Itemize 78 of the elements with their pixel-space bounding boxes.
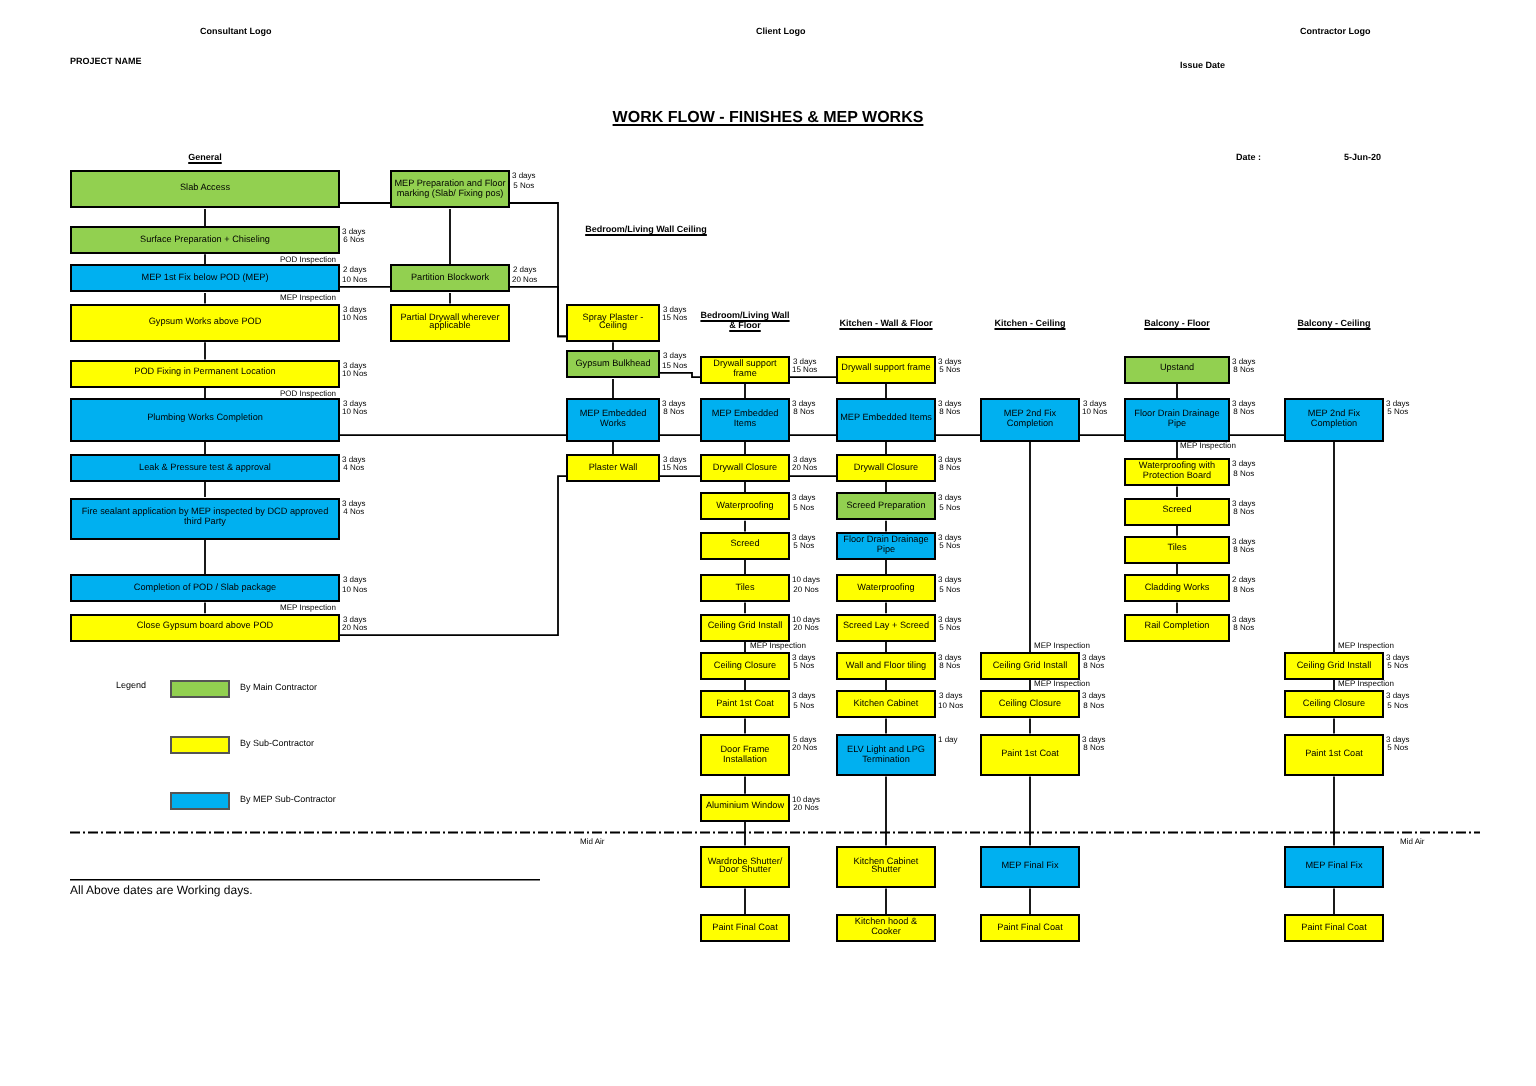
connector-line xyxy=(789,376,837,379)
connector-line xyxy=(885,717,887,735)
process-box xyxy=(1284,914,1384,943)
connector-line xyxy=(204,481,206,498)
connector-line xyxy=(789,475,837,477)
connector-line xyxy=(1176,382,1178,400)
connector-line xyxy=(744,775,746,795)
connector-line xyxy=(1176,485,1178,498)
connector-line xyxy=(659,475,701,477)
connector-line xyxy=(612,440,614,455)
process-box xyxy=(980,845,1080,889)
connector-line xyxy=(1333,717,1335,735)
connector-line xyxy=(1029,775,1031,847)
connector-line xyxy=(659,372,701,379)
connector-line xyxy=(885,887,887,916)
connector-line xyxy=(1333,887,1335,916)
connector-line xyxy=(1029,679,1031,692)
connector-line xyxy=(885,382,887,400)
connector-line xyxy=(885,679,887,692)
process-box xyxy=(1284,845,1384,889)
connector-line xyxy=(449,292,451,305)
connector-line xyxy=(885,481,887,494)
connector-line xyxy=(339,202,391,204)
connector-line xyxy=(509,286,567,338)
connector-line xyxy=(204,208,206,228)
connector-line xyxy=(659,434,701,437)
connector-line xyxy=(744,717,746,735)
connector-line xyxy=(1176,524,1178,537)
process-box xyxy=(836,914,936,943)
connector-line xyxy=(1079,434,1125,437)
connector-line xyxy=(1229,434,1285,437)
connector-line xyxy=(744,440,746,455)
connector-line xyxy=(204,253,206,266)
connector-line xyxy=(885,775,887,847)
connector-line xyxy=(885,558,887,576)
connector-line xyxy=(1333,679,1335,692)
connector-line xyxy=(744,679,746,692)
connector-line xyxy=(744,481,746,494)
connector-line xyxy=(885,601,887,615)
process-box xyxy=(980,914,1080,943)
connector-line xyxy=(744,382,746,400)
connector-line xyxy=(744,601,746,615)
connector-line xyxy=(612,378,614,400)
connector-line xyxy=(789,434,837,437)
process-box xyxy=(700,845,790,889)
connector-line xyxy=(1176,562,1178,576)
connector-line xyxy=(935,434,981,437)
connector-line xyxy=(204,292,206,305)
connector-line xyxy=(1333,440,1335,653)
connector-line xyxy=(204,601,206,615)
connector-line xyxy=(744,640,746,653)
connector-line xyxy=(1176,601,1178,615)
connector-line xyxy=(1176,440,1178,460)
connector-line xyxy=(612,341,614,352)
connector-line xyxy=(744,887,746,916)
connector-line xyxy=(1029,887,1031,916)
connector-line xyxy=(204,341,206,361)
connector-line xyxy=(339,434,567,437)
connector-line xyxy=(744,558,746,576)
connector-line xyxy=(885,519,887,533)
connector-line xyxy=(204,386,206,400)
process-box xyxy=(70,170,340,209)
title: WORK FLOW - FINISHES & MEP WORKS xyxy=(610,107,926,126)
process-box xyxy=(836,845,936,889)
connector-line xyxy=(885,640,887,653)
connector-line xyxy=(885,440,887,455)
process-box xyxy=(390,303,510,343)
connector-line xyxy=(339,286,391,288)
connector-line xyxy=(449,208,451,266)
connector-line xyxy=(1029,440,1031,653)
connector-line xyxy=(204,539,206,576)
connector-line xyxy=(744,820,746,847)
connector-line xyxy=(1029,717,1031,735)
connector-line xyxy=(744,519,746,533)
connector-line xyxy=(204,440,206,455)
process-box xyxy=(700,914,790,943)
connector-line xyxy=(1333,775,1335,847)
connector-line xyxy=(339,475,567,637)
